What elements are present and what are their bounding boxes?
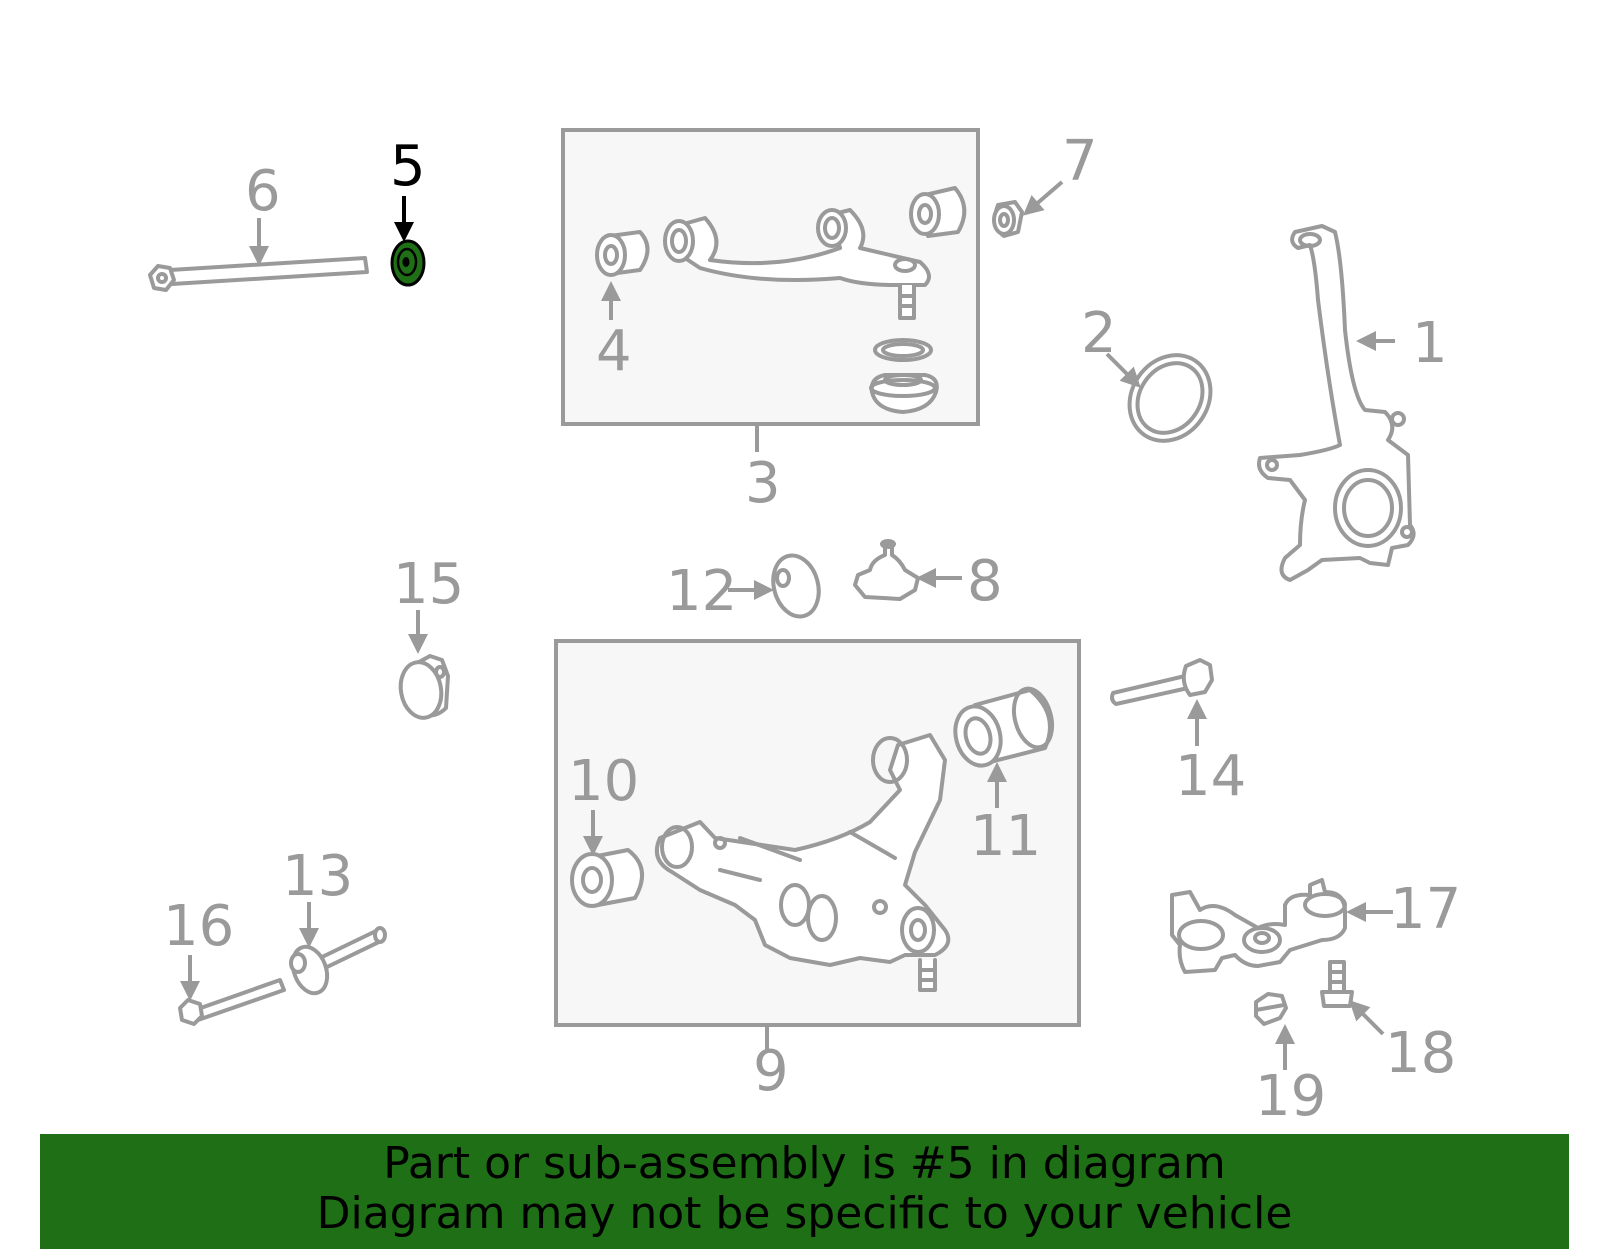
label-2: 2 [1081, 301, 1117, 366]
seal-ring-part-2 [1105, 352, 1213, 443]
label-3: 3 [745, 451, 781, 516]
bushing-part-10 [570, 810, 644, 908]
label-11: 11 [970, 804, 1041, 869]
label-12: 12 [666, 559, 737, 624]
nut-part-7 [992, 180, 1064, 238]
banner-line-1: Part or sub-assembly is #5 in diagram [383, 1138, 1226, 1189]
ball-joint-boot [869, 338, 939, 414]
label-18: 18 [1385, 1021, 1456, 1086]
label-19: 19 [1255, 1064, 1326, 1129]
bushing-part-11 [953, 686, 1055, 808]
label-14: 14 [1175, 744, 1246, 809]
banner-line-2: Diagram may not be specific to your vehi… [316, 1188, 1293, 1239]
bolt-part-14 [1110, 658, 1214, 746]
label-4: 4 [596, 319, 632, 384]
upper-arm-bushing [909, 186, 967, 238]
ball-joint-part-8 [853, 539, 962, 601]
label-17: 17 [1390, 877, 1461, 942]
label-9: 9 [753, 1039, 789, 1104]
upper-control-arm [663, 208, 931, 320]
lower-control-arm [655, 733, 951, 992]
bracket-part-17 [1170, 878, 1393, 974]
cam-bolt-part-13 [289, 902, 387, 996]
nut-part-19 [1254, 992, 1295, 1070]
bolt-part-16 [178, 955, 286, 1026]
washer-part-5-highlighted [390, 196, 426, 287]
label-6: 6 [245, 159, 281, 224]
label-8: 8 [967, 549, 1003, 614]
bolt-part-18 [1320, 960, 1385, 1036]
bolt-part-6 [148, 218, 369, 292]
label-10: 10 [568, 749, 639, 814]
bushing-part-12 [728, 553, 821, 619]
info-banner: Part or sub-assembly is #5 in diagram Di… [40, 1134, 1569, 1249]
label-1: 1 [1412, 311, 1448, 376]
label-16: 16 [163, 894, 234, 959]
bushing-part-4 [595, 230, 650, 320]
steering-knuckle-part-1 [1257, 224, 1416, 582]
cam-part-15 [398, 610, 450, 720]
label-15: 15 [393, 552, 464, 617]
label-13: 13 [282, 844, 353, 909]
label-5: 5 [390, 134, 426, 199]
label-7: 7 [1062, 129, 1098, 194]
